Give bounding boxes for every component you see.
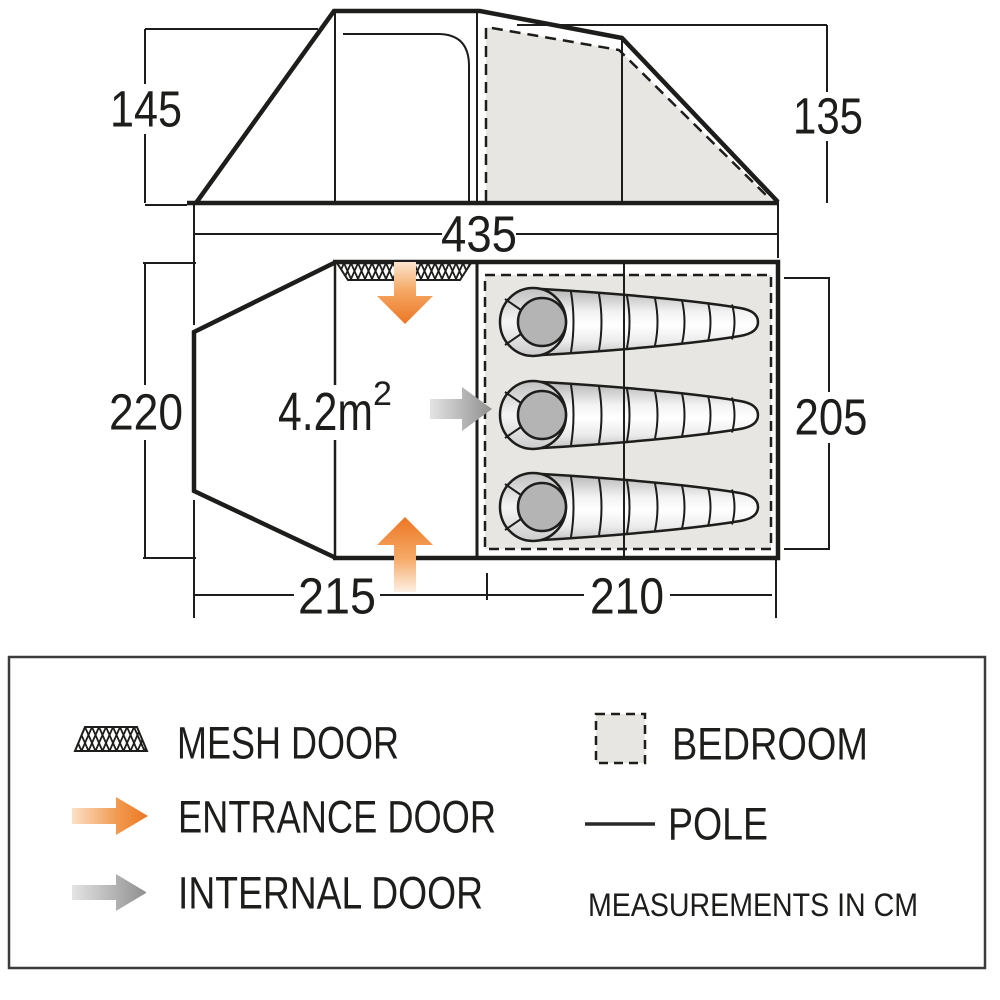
total-width-dimension: 435 xyxy=(193,205,779,325)
dimension-label-210: 210 xyxy=(590,568,664,625)
entrance-door-arrow-bottom-icon xyxy=(377,517,433,592)
elevation-door-outline xyxy=(343,33,470,201)
dimension-label-215: 215 xyxy=(298,568,376,625)
bedroom-swatch-icon xyxy=(594,712,647,765)
internal-door-icon xyxy=(72,874,146,911)
dimension-label-145: 145 xyxy=(110,81,182,138)
dimension-label-220: 220 xyxy=(109,384,183,441)
floorplan-outline xyxy=(191,259,781,561)
mesh-door-icon xyxy=(73,726,149,752)
elevation-bedroom-dashed-outline xyxy=(484,25,771,201)
legend-label-pole: POLE xyxy=(668,799,768,850)
living-area-label: 4.2m2 xyxy=(278,375,392,442)
dimension-label-435: 435 xyxy=(441,206,517,263)
legend-label-mesh-door: MESH DOOR xyxy=(177,718,399,769)
legend-note-measurements: MEASUREMENTS IN CM xyxy=(588,887,918,923)
bottom-dimension-lines xyxy=(193,500,777,618)
entrance-door-arrow-top-icon xyxy=(377,262,433,324)
bedroom-depth-bracket xyxy=(784,277,830,550)
elevation-tent-profile xyxy=(194,8,780,205)
total-width-dimension-lines xyxy=(193,205,779,325)
legend-label-entrance-door: ENTRANCE DOOR xyxy=(178,792,496,843)
entrance-door-icon xyxy=(72,797,148,835)
dimension-label-205: 205 xyxy=(795,389,868,446)
legend-label-bedroom: BEDROOM xyxy=(672,719,868,770)
porch-depth-bracket xyxy=(143,262,196,559)
internal-door-arrow-icon xyxy=(430,387,492,431)
floorplan-view: 4.2m2 220 205 215 210 xyxy=(109,259,868,625)
elevation-pole-lines xyxy=(334,11,623,201)
height-right-bracket xyxy=(517,24,828,203)
legend-label-internal-door: INTERNAL DOOR xyxy=(178,868,483,919)
legend: MESH DOOR ENTRANCE DOOR INTERNAL DOOR BE… xyxy=(7,655,987,970)
elevation-bedroom-area xyxy=(486,27,772,200)
legend-box xyxy=(7,655,987,970)
side-elevation-view: 145 135 xyxy=(110,8,863,206)
dimension-label-135: 135 xyxy=(793,88,863,145)
height-left-bracket xyxy=(144,28,318,206)
